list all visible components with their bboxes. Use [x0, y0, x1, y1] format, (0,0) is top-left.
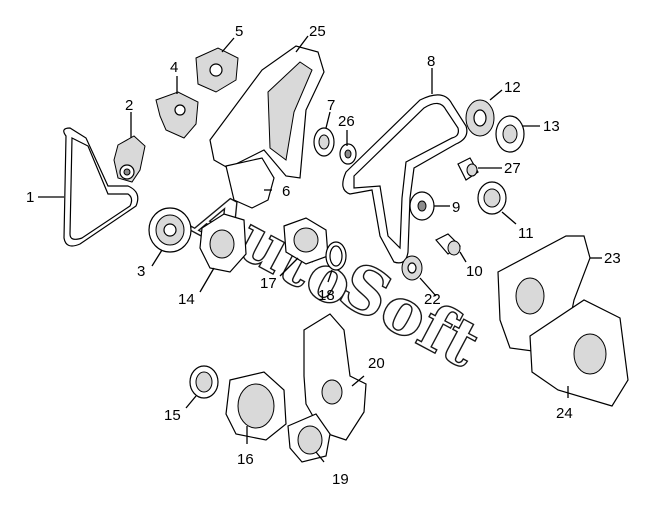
callout-2: 2: [125, 97, 133, 114]
part-19-filter: [287, 413, 331, 463]
callout-25: 25: [309, 23, 326, 40]
callout-20: 20: [368, 355, 385, 372]
callout-5: 5: [235, 23, 243, 40]
part-6-rear-cover: [225, 157, 275, 209]
part-7-idler: [313, 111, 335, 157]
callout-18: 18: [318, 287, 335, 304]
callout-labels: 1 2 3 4 5 6 7 8 9 10 11 12 13 14 15 16 1…: [26, 23, 621, 488]
part-2-belt-tensioner: [113, 112, 146, 183]
part-8-timing-belt: [342, 68, 468, 264]
callout-7: 7: [327, 97, 335, 114]
callout-11: 11: [518, 225, 534, 242]
callout-19: 19: [332, 471, 349, 488]
callout-1: 1: [26, 189, 34, 206]
part-9-tensioner-pulley: [409, 191, 450, 221]
callout-8: 8: [427, 53, 435, 70]
callout-10: 10: [466, 263, 483, 280]
callout-9: 9: [452, 199, 460, 216]
part-10-roller: [435, 233, 467, 263]
callout-15: 15: [164, 407, 181, 424]
part-15-cap: [185, 365, 219, 409]
callout-3: 3: [137, 263, 145, 280]
part-11-pulley: [477, 181, 517, 225]
callout-22: 22: [424, 291, 441, 308]
callout-26: 26: [338, 113, 355, 130]
callout-16: 16: [237, 451, 254, 468]
callout-4: 4: [170, 59, 178, 76]
callout-23: 23: [604, 250, 621, 267]
part-13-cam-sprocket-2: [495, 115, 540, 153]
part-1-accessory-belt: [38, 127, 139, 247]
part-20-mount-bracket: [303, 313, 367, 441]
part-16-oil-filter-housing: [225, 371, 287, 444]
part-26-spacer: [339, 130, 357, 165]
callout-14: 14: [178, 291, 195, 308]
part-3-crank-pulley: [148, 207, 192, 267]
callout-17: 17: [260, 275, 277, 292]
part-24-crankcase-cover: [529, 299, 629, 407]
part-12-cam-sprocket: [465, 89, 503, 137]
part-22-crank-sprocket: [401, 255, 437, 297]
callout-24: 24: [556, 405, 573, 422]
part-27-bushing: [457, 157, 502, 181]
part-18-o-ring: [325, 241, 347, 283]
part-14-oil-pump: [199, 213, 247, 293]
part-5-mount: [195, 37, 239, 93]
callout-13: 13: [543, 118, 560, 135]
part-25-upper-timing-cover: [209, 35, 325, 179]
callout-12: 12: [504, 79, 521, 96]
part-4-bracket: [155, 76, 199, 139]
callout-27: 27: [504, 160, 521, 177]
part-17-water-pump: [279, 217, 329, 277]
callout-6: 6: [282, 183, 290, 200]
